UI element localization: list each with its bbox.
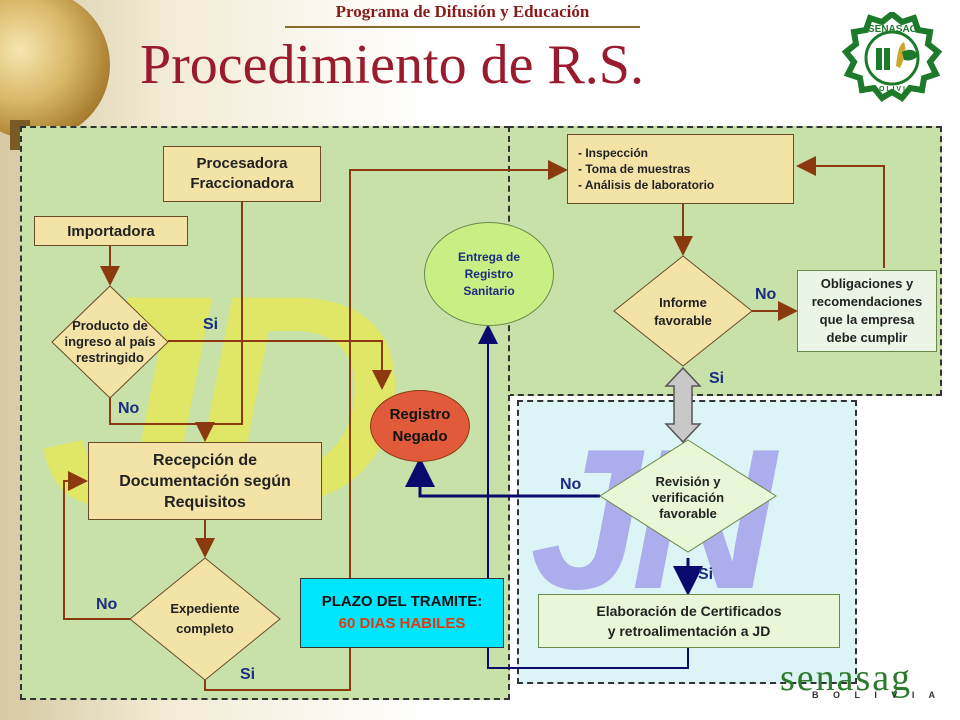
inspeccion-line-3: - Análisis de laboratorio bbox=[578, 178, 715, 192]
plazo-box: PLAZO DEL TRAMITE: 60 DIAS HABILES bbox=[300, 578, 504, 648]
recepcion-label: Recepción de Documentación según Requisi… bbox=[119, 451, 291, 511]
page-title: Procedimiento de R.S. bbox=[140, 34, 644, 96]
revision-line-2: verificación bbox=[651, 490, 725, 505]
elaboracion-line-2: y retroalimentación a JD bbox=[607, 623, 771, 639]
producto-diamond-text: Producto de ingreso al país restringido bbox=[40, 318, 180, 366]
inspeccion-box: - Inspección - Toma de muestras - Anális… bbox=[567, 134, 794, 204]
entrega-line-3: Sanitario bbox=[463, 283, 515, 298]
procesadora-label: Procesadora Fraccionadora bbox=[190, 155, 294, 192]
label-no-informe: No bbox=[755, 286, 777, 303]
entrega-line-2: Registro bbox=[464, 266, 514, 281]
registro-negado-node: Registro Negado bbox=[370, 390, 470, 462]
registro-negado-line-2: Negado bbox=[392, 428, 448, 445]
elaboracion-box: Elaboración de Certificados y retroalime… bbox=[538, 594, 840, 648]
logo-text-bottom: B O L I V I A bbox=[872, 86, 912, 93]
logo-text-top: SENASAG bbox=[868, 24, 918, 35]
obligaciones-line-1: Obligaciones y bbox=[820, 276, 914, 291]
informe-line-2: favorable bbox=[654, 313, 712, 328]
obligaciones-line-3: que la empresa bbox=[819, 312, 915, 327]
entrega-registro-node: Entrega de Registro Sanitario bbox=[424, 222, 554, 326]
expediente-diamond-text: Expediente completo bbox=[140, 601, 270, 637]
expediente-line-1: Expediente bbox=[170, 601, 240, 616]
label-si-revision: Si bbox=[698, 566, 714, 583]
footer-country: B O L I V I A bbox=[812, 690, 942, 700]
label-no-revision: No bbox=[560, 476, 582, 493]
revision-line-3: favorable bbox=[659, 506, 717, 521]
elaboracion-line-1: Elaboración de Certificados bbox=[596, 603, 782, 619]
importadora-label: Importadora bbox=[67, 222, 155, 240]
inspeccion-line-1: - Inspección bbox=[578, 146, 649, 160]
label-si-expediente: Si bbox=[240, 666, 256, 683]
label-no-producto: No bbox=[118, 400, 140, 417]
obligaciones-line-2: recomendaciones bbox=[811, 294, 923, 309]
informe-line-1: Informe bbox=[659, 295, 707, 310]
informe-diamond-text: Informe favorable bbox=[628, 295, 738, 329]
header-subtitle: Programa de Difusión y Educación bbox=[285, 0, 640, 28]
label-si-informe: Si bbox=[709, 370, 725, 387]
inspeccion-line-2: - Toma de muestras bbox=[578, 162, 691, 176]
procesadora-box: Procesadora Fraccionadora bbox=[163, 146, 321, 202]
recepcion-box: Recepción de Documentación según Requisi… bbox=[88, 442, 322, 520]
importadora-box: Importadora bbox=[34, 216, 188, 246]
revision-diamond-text: Revisión y verificación favorable bbox=[620, 474, 756, 522]
entrega-line-1: Entrega de bbox=[457, 249, 520, 264]
producto-line-3: restringido bbox=[76, 350, 144, 365]
revision-line-1: Revisión y bbox=[655, 474, 721, 489]
label-no-expediente: No bbox=[96, 596, 118, 613]
plazo-title: PLAZO DEL TRAMITE: bbox=[321, 593, 483, 610]
plazo-value: 60 DIAS HABILES bbox=[338, 615, 466, 632]
obligaciones-box: Obligaciones y recomendaciones que la em… bbox=[797, 270, 937, 352]
producto-line-2: ingreso al país bbox=[64, 334, 156, 349]
registro-negado-line-1: Registro bbox=[389, 406, 451, 423]
producto-line-1: Producto de bbox=[72, 318, 148, 333]
senasag-logo: SENASAG B O L I V I A bbox=[838, 12, 946, 116]
obligaciones-line-4: debe cumplir bbox=[826, 330, 908, 345]
expediente-line-2: completo bbox=[176, 621, 234, 636]
label-si-producto: Si bbox=[203, 316, 219, 333]
footer-brand: senasag bbox=[780, 657, 913, 699]
